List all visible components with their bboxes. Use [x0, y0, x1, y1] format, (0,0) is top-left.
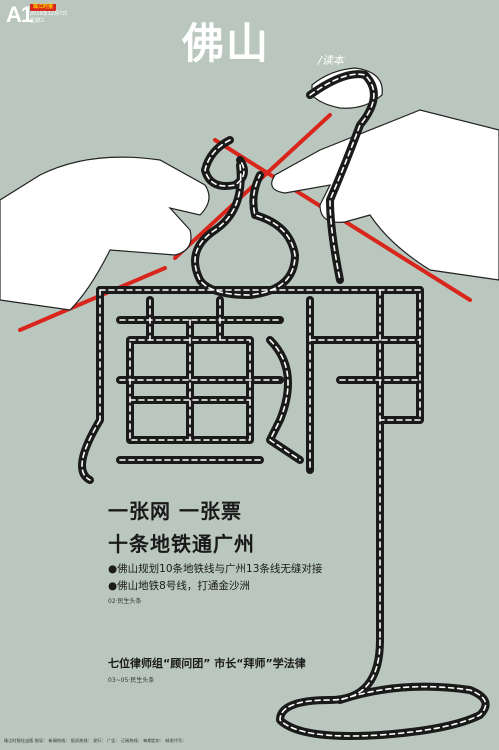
- page-letter: A1: [6, 2, 33, 27]
- masthead-info: 珠江时报 2019年12月7日 星期三: [30, 4, 67, 25]
- section-title: 佛山: [182, 19, 271, 68]
- issue-weekday: 星期三: [30, 18, 46, 24]
- headline-bullet-1: ●佛山规划10条地铁线与广州13条线无缝对接: [108, 563, 323, 575]
- issue-date: 2019年12月7日: [30, 11, 68, 17]
- headline-bullet-2: ●佛山地铁8号线，打通金沙洲: [108, 580, 250, 592]
- main-headline-line1: 一张网 一张票: [108, 499, 242, 523]
- section-subtitle: /读本: [318, 54, 344, 67]
- left-hand: [0, 156, 210, 311]
- second-story-headline: 七位律师组“顾问团” 市长“拜师”学法律: [108, 657, 306, 670]
- knitting-needle-left-bottom: [18, 266, 167, 332]
- yarn-characters: [78, 70, 490, 740]
- second-story-page-reference[interactable]: 03~05·民生头条: [108, 677, 155, 684]
- main-headline-line2: 十条地铁通广州: [108, 532, 255, 556]
- footer-info: 珠江时报社出版 指导： 新闻热线： 投诉热线： 发行： 广告： 订阅热线： 每期…: [4, 738, 187, 743]
- paper-name: 珠江时报: [30, 4, 57, 11]
- headline-page-reference[interactable]: 02·民生头条: [108, 598, 142, 605]
